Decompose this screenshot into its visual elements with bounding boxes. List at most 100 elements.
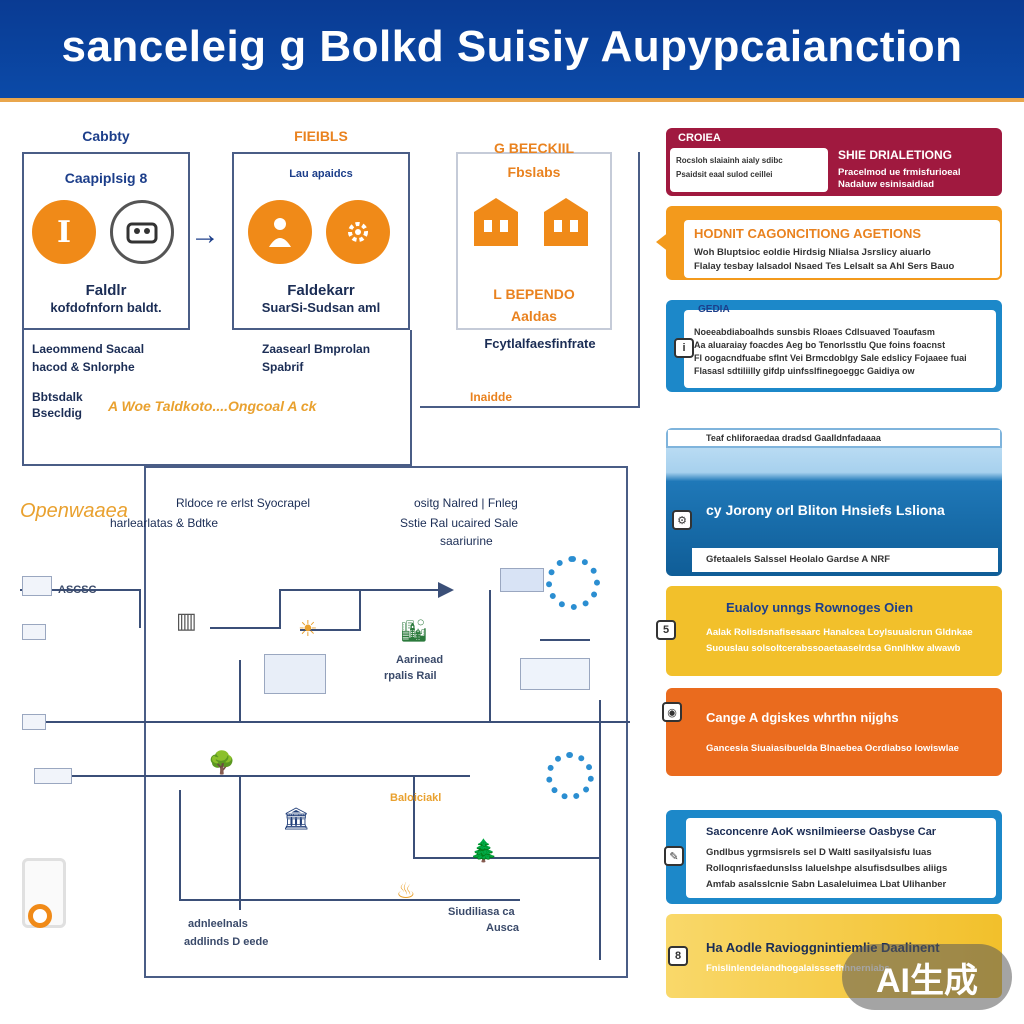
flow-node-label: rpalis Rail bbox=[384, 670, 437, 682]
ai-generated-watermark: AI生成 bbox=[842, 944, 1012, 1010]
note-1-line-2: hacod & Snlorphe bbox=[32, 360, 135, 374]
header-banner: sanceleig g Bolkd Suisiy Aupypcaianction bbox=[0, 0, 1024, 102]
panel-1-title: SHIE DRIALETIONG bbox=[838, 148, 953, 162]
step-2-subtitle: Lau apaidcs bbox=[289, 168, 353, 180]
flow-node-label: Aarinead bbox=[396, 654, 444, 666]
panel-1-body-2: Nadaluw esinisaidiad bbox=[838, 179, 935, 190]
panel-7: Saconcenre AoK wsnilmieerse Oasbyse Car … bbox=[666, 810, 1002, 904]
node-box bbox=[22, 624, 46, 640]
gear-icon bbox=[326, 200, 390, 264]
panel-3-icon: i bbox=[674, 338, 694, 358]
panel-1-tag: CROIEA bbox=[678, 132, 721, 144]
panel-1-inner-card bbox=[670, 148, 828, 192]
step-1-number-badge: I bbox=[32, 200, 96, 264]
flow-node-label: Siudiliasa ca bbox=[448, 906, 515, 918]
node-box bbox=[22, 576, 52, 596]
note-1-line-1: Laeommend Sacaal bbox=[32, 342, 145, 356]
factory-icon bbox=[500, 568, 544, 592]
panel-5: Eualoy unngs Rownoges Oien Aalak Rolisds… bbox=[666, 586, 1002, 676]
city-icon: 🏙 bbox=[400, 618, 428, 643]
lamp-icon: ♨ bbox=[396, 878, 416, 903]
panel-7-inner bbox=[686, 818, 996, 898]
panel-4-icon: ⚙ bbox=[672, 510, 692, 530]
note-2-line-2: Spabrif bbox=[262, 360, 304, 374]
flow-right-3: saariurine bbox=[440, 534, 493, 548]
step-2-description: SuarSi-Sudsan aml bbox=[261, 300, 381, 315]
flow-right-2: Sstie Ral ucaired Sale bbox=[400, 516, 519, 530]
flow-node-label: addlinds D eede bbox=[184, 936, 269, 948]
step-3-caption: L BEPENDO bbox=[493, 286, 575, 302]
panel-3-body-1: Noeeabdiaboalhds sunsbis Rloaes Cdlsuave… bbox=[694, 327, 935, 337]
flow-heading: Openwaaea bbox=[20, 500, 128, 522]
panel-4-bottom: Gfetaalels Salssel Heolalo Gardse A NRF bbox=[706, 554, 891, 565]
panel-8-icon: 8 bbox=[668, 946, 688, 966]
note-3-end: Inaidde bbox=[470, 390, 513, 404]
panel-3-body-4: Flasasl sdtiliilly gifdp uinfsslfinegoeg… bbox=[694, 366, 915, 376]
flow-node-label: ASCSC bbox=[58, 584, 97, 596]
step-1-description: kofdofnforn baldt. bbox=[50, 300, 162, 315]
node-box bbox=[34, 768, 72, 784]
panel-5-title: Eualoy unngs Rownoges Oien bbox=[726, 600, 914, 615]
panel-6: Cange A dgiskes whrthn nijghs Gancesia S… bbox=[666, 688, 1002, 776]
node-box bbox=[22, 714, 46, 730]
trees-icon: 🌳 bbox=[208, 750, 236, 775]
sun-icon: ☀ bbox=[298, 616, 318, 641]
step-3-subtitle: Fbslabs bbox=[507, 164, 561, 180]
step-3-caption-sub: Aaldas bbox=[511, 308, 557, 324]
panel-6-title: Cange A dgiskes whrthn nijghs bbox=[706, 710, 899, 725]
step-2-caption: Faldekarr bbox=[287, 282, 355, 299]
panel-4-top-strip bbox=[666, 428, 1002, 448]
person-icon bbox=[248, 200, 312, 264]
panel-1: CROIEA Rocsloh slaiainh aialy sdibc Psai… bbox=[666, 128, 1002, 196]
cluster-icon bbox=[546, 752, 594, 800]
tower-icon: 🏛 bbox=[282, 806, 310, 831]
panel-4-top: Teaf chliforaedaa dradsd Gaalldnfadaaaa bbox=[706, 433, 881, 443]
arrow-right-icon: → bbox=[190, 218, 220, 251]
panel-4-bottom-strip bbox=[692, 548, 998, 572]
building-icon bbox=[536, 190, 596, 250]
step-flow-container bbox=[22, 330, 412, 466]
flow-right-1: ositg Nalred | Fnleg bbox=[414, 496, 518, 510]
panel-2: HODNIT CAGONCITIONG AGETIONS Woh Bluptsi… bbox=[666, 206, 1002, 280]
note-3-line-2: Bsecldig bbox=[32, 406, 83, 420]
flow-subheading-1: Rldoce re erlst Syocrapel bbox=[176, 496, 311, 510]
people-icon bbox=[110, 200, 174, 264]
panel-7-title: Saconcenre AoK wsnilmieerse Oasbyse Car bbox=[706, 826, 937, 838]
panel-1-mini-2: Psaidsit eaal sulod ceillei bbox=[676, 170, 773, 179]
note-3-highlight: A Woe Taldkoto....Ongcoal A ck bbox=[108, 398, 317, 414]
step-3-footer: Fcytlalfaesfinfrate bbox=[484, 336, 596, 351]
panel-1-mini-1: Rocsloh slaiainh aialy sdibc bbox=[676, 156, 783, 165]
step-2-title: FIEIBLS bbox=[294, 128, 348, 144]
panel-3-body-2: Aa aluaraiay foacdes Aeg bo Tenorlsstlu … bbox=[694, 340, 946, 350]
panel-6-body-1: Gancesia Siuaiasibuelda Blnaebea Ocrdiab… bbox=[706, 743, 959, 754]
panel-5-icon: 5 bbox=[656, 620, 676, 640]
panel-7-icon: ✎ bbox=[664, 846, 684, 866]
panel-4: Teaf chliforaedaa dradsd Gaalldnfadaaaa … bbox=[666, 428, 1002, 576]
panel-5-body-1: Aalak Rolisdsnafisesaarc Hanalcea Loylsu… bbox=[706, 627, 973, 638]
flow-node-label: adnleelnals bbox=[188, 918, 248, 930]
panel-3: GEDIA Noeeabdiaboalhds sunsbis Rloaes Cd… bbox=[666, 300, 1002, 392]
connector-line bbox=[638, 152, 640, 408]
panel-1-body-1: Pracelmod ue frmisfurioeal bbox=[838, 167, 961, 178]
panel-4-title: cy Jorony orl Bliton Hnsiefs Lsliona bbox=[706, 502, 945, 518]
step-1-title: Cabbty bbox=[82, 128, 130, 144]
panel-7-body-2: Rolloqnrisfaedunslss laluelshpe alsufisd… bbox=[706, 863, 948, 874]
panel-3-body-3: Fl oogacndfuabe sflnt Vei Brmcdoblgy Sal… bbox=[694, 353, 967, 363]
touch-hand-icon bbox=[28, 904, 52, 928]
panel-3-tag: GEDIA bbox=[698, 304, 730, 315]
building-icon bbox=[466, 190, 526, 250]
step-3-title: G BEECKIIL bbox=[493, 140, 575, 156]
flow-subheading-2: harlearlatas & Bdtke bbox=[110, 516, 219, 530]
flow-node-label: Baloiciakl bbox=[390, 792, 442, 804]
panel-8-body-1: Fnislinlendeiandhogalaisssefhhnerniabs bbox=[706, 963, 890, 974]
flow-node-label: Ausca bbox=[486, 922, 520, 934]
panel-6-icon: ◉ bbox=[662, 702, 682, 722]
ship-icon bbox=[520, 658, 590, 690]
panel-7-body-3: Amfab asalsslcnie Sabn Lasaleluimea Lbat… bbox=[706, 879, 947, 890]
cluster-icon bbox=[546, 556, 600, 610]
panel-2-body-2: Flalay tesbay lalsadol Nsaed Tes Lelsalt… bbox=[694, 261, 955, 272]
step-1-caption: Faldlr bbox=[85, 282, 127, 299]
trees-icon: 🌲 bbox=[470, 838, 498, 863]
